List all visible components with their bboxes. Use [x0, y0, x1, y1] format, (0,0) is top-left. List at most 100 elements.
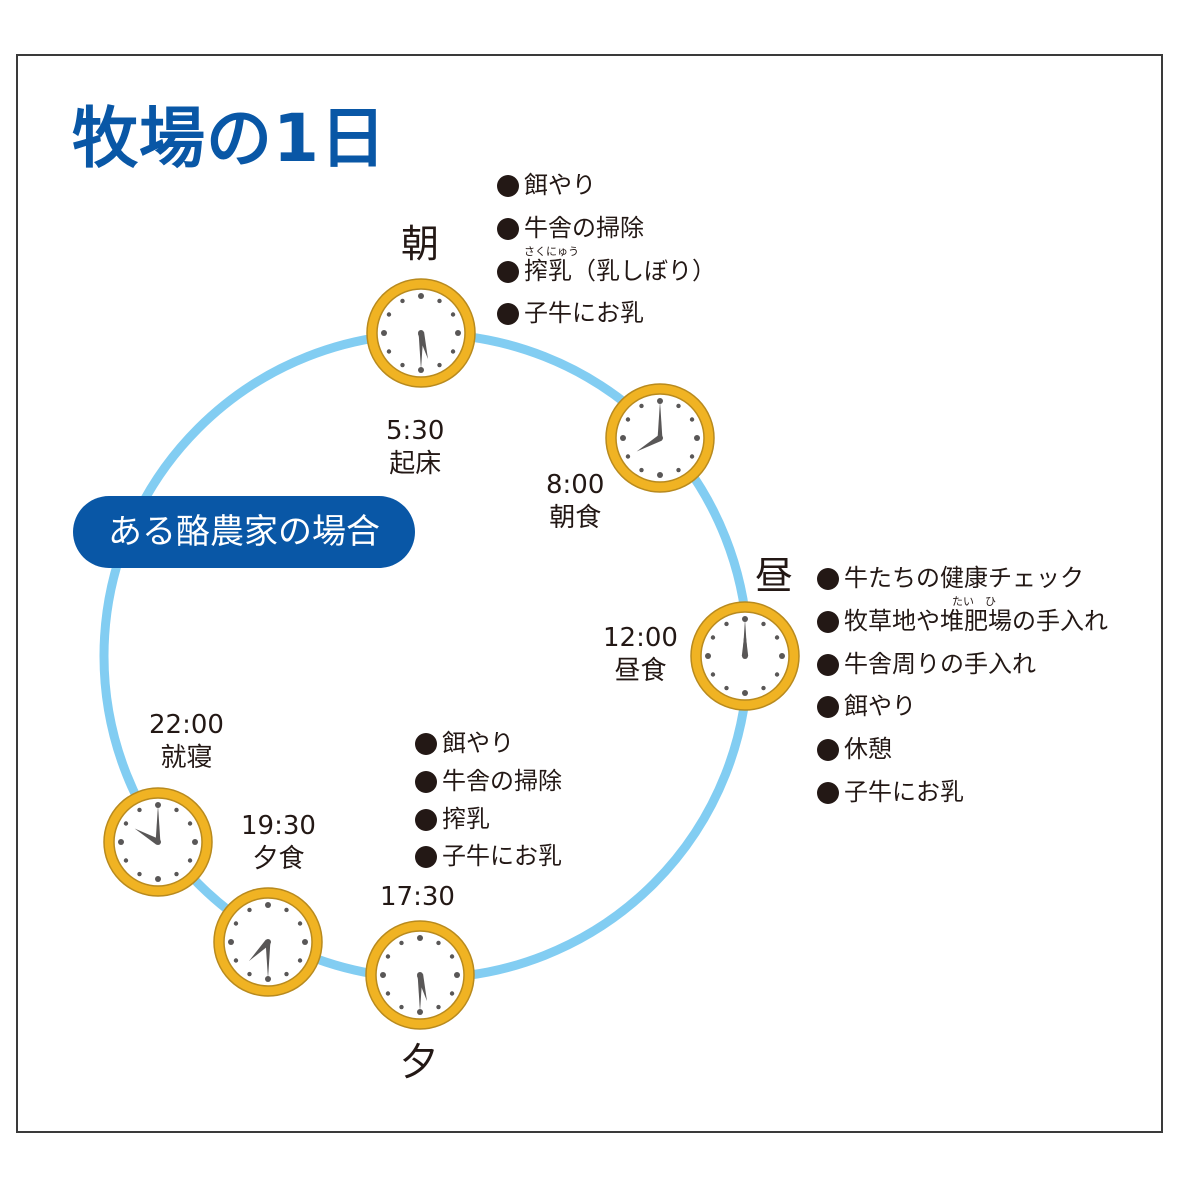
- tasks-noon: 牛たちの健康チェック 牧草地や堆肥場の手入れ 牛舎周りの手入れ 餌やり 休憩 子…: [817, 564, 1108, 807]
- clock-tick: [174, 807, 179, 813]
- minute-hand: [418, 333, 424, 370]
- clock-tick: [437, 298, 442, 304]
- clock-tick: [724, 685, 729, 691]
- event-time: 5:30: [386, 416, 445, 446]
- clock-tick: [710, 635, 716, 640]
- event-0530: 5:30 起床: [386, 415, 444, 480]
- list-item: 子牛にお乳: [415, 842, 562, 871]
- clock-icon: [103, 787, 213, 897]
- bullet-icon: [817, 610, 839, 633]
- event-label: 夕食: [252, 843, 305, 874]
- bullet-icon: [817, 696, 839, 719]
- bullet-icon: [497, 217, 519, 240]
- clock-tick: [639, 467, 644, 473]
- clock-tick: [284, 907, 289, 913]
- list-item: 牛たちの健康チェック: [817, 564, 1108, 593]
- clock-tick: [454, 972, 460, 978]
- clock-tick: [399, 940, 404, 946]
- bullet-icon: [817, 653, 839, 676]
- clock-tick: [676, 403, 681, 409]
- list-item: 餌やり: [817, 692, 1108, 721]
- clock-tick: [455, 330, 461, 336]
- bullet-icon: [817, 568, 839, 590]
- clock-tick: [118, 839, 124, 845]
- event-0800: 8:00 朝食: [546, 469, 604, 534]
- clock-hub: [657, 435, 663, 441]
- clock-tick: [689, 417, 695, 422]
- clock-hub: [265, 939, 271, 945]
- period-morning: 朝: [401, 222, 440, 266]
- bullet-icon: [497, 175, 519, 197]
- clock-icon: [213, 887, 323, 997]
- clock-tick: [676, 467, 681, 473]
- hour-hand: [248, 939, 271, 962]
- list-item: 搾乳: [415, 805, 562, 834]
- bullet-icon: [415, 770, 437, 793]
- clock-tick: [137, 807, 142, 813]
- clock-hub: [417, 972, 423, 978]
- list-item: 牛舎の掃除: [415, 767, 562, 796]
- clock-tick: [297, 958, 303, 963]
- clock-tick: [418, 293, 424, 299]
- clock-tick: [742, 690, 748, 696]
- clock-tick: [386, 312, 392, 317]
- clock-tick: [657, 472, 663, 478]
- event-time: 19:30: [241, 811, 316, 841]
- clock-tick: [774, 672, 780, 677]
- clock-tick: [137, 871, 142, 877]
- ruby-taihi: たい ひ: [952, 595, 996, 608]
- clock-tick: [174, 871, 179, 877]
- tasks-evening: 餌やり 牛舎の掃除 搾乳 子牛にお乳: [415, 729, 562, 871]
- event-1930: 19:30 夕食: [241, 810, 316, 875]
- clock-tick: [247, 971, 252, 977]
- clock-tick: [774, 635, 780, 640]
- clock-hub: [155, 839, 161, 845]
- clock-tick: [187, 858, 193, 863]
- event-time: 8:00: [546, 470, 605, 500]
- clock-tick: [123, 858, 129, 863]
- clock-tick: [710, 672, 716, 677]
- period-evening: 夕: [400, 1040, 439, 1084]
- minute-hand: [155, 805, 161, 842]
- bullet-icon: [817, 781, 839, 804]
- event-1730: 17:30: [380, 881, 455, 914]
- clock-tick: [761, 621, 766, 627]
- clock-tick: [437, 362, 442, 368]
- clock-tick: [380, 972, 386, 978]
- bullet-icon: [415, 808, 437, 831]
- clock-tick: [436, 1004, 441, 1010]
- ruby-sakunyuu: さくにゅう: [524, 245, 579, 258]
- hour-hand: [636, 435, 662, 452]
- clock-tick: [385, 991, 391, 996]
- frame: [16, 54, 1163, 1133]
- clock-tick: [450, 312, 456, 317]
- list-item: 牧草地や堆肥場の手入れ: [817, 607, 1108, 636]
- bullet-icon: [415, 846, 437, 869]
- event-2200: 22:00 就寝: [149, 709, 224, 774]
- clock-tick: [187, 821, 193, 826]
- list-item: 牛舎の掃除: [497, 214, 716, 243]
- clock-tick: [449, 991, 455, 996]
- clock-tick: [724, 621, 729, 627]
- clock-tick: [689, 454, 695, 459]
- clocks: [103, 278, 800, 1030]
- clock-tick: [779, 653, 785, 659]
- bullet-icon: [415, 733, 437, 755]
- period-noon: 昼: [755, 554, 794, 598]
- clock-tick: [625, 454, 631, 459]
- bullet-icon: [497, 303, 519, 326]
- minute-hand: [742, 619, 748, 656]
- clock-tick: [625, 417, 631, 422]
- clock-tick: [192, 839, 198, 845]
- list-item: 搾乳（乳しぼり）: [497, 257, 716, 286]
- clock-tick: [694, 435, 700, 441]
- clock-tick: [381, 330, 387, 336]
- clock-tick: [123, 821, 129, 826]
- clock-tick: [399, 1004, 404, 1010]
- clock-tick: [233, 921, 239, 926]
- clock-tick: [302, 939, 308, 945]
- list-item: 子牛にお乳: [497, 299, 716, 328]
- clock-tick: [284, 971, 289, 977]
- clock-icon: [605, 383, 715, 493]
- clock-tick: [233, 958, 239, 963]
